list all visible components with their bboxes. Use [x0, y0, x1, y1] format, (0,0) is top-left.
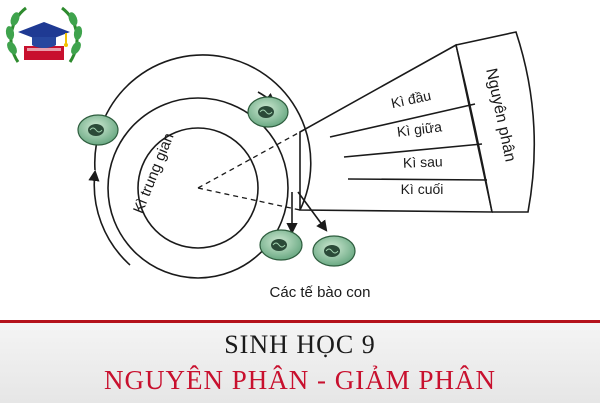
mitosis-label: Nguyên phân [482, 67, 518, 164]
phase-label-anaphase: Kì sau [403, 153, 443, 170]
inner-ring-outer [107, 97, 289, 279]
daughter-cell-1 [259, 229, 303, 261]
daughter-cell-2 [312, 235, 356, 267]
interphase-label: Kì trung gian [130, 131, 178, 216]
title-banner: SINH HỌC 9 NGUYÊN PHÂN - GIẢM PHÂN [0, 320, 600, 403]
phase-label-prophase: Kì đầu [389, 87, 432, 111]
cycle-arrow-return [88, 169, 131, 266]
banner-topic-title: NGUYÊN PHÂN - GIẢM PHÂN [104, 365, 496, 395]
mitosis-fan [299, 31, 536, 213]
dashed-line-upper [197, 131, 301, 189]
cycle-outer-arc [93, 54, 312, 211]
phase-label-telophase: Kì cuối [401, 181, 444, 197]
dashed-line-lower [197, 187, 301, 211]
graduation-cap-logo-icon [5, 6, 83, 63]
phase-label-metaphase: Kì giữa [396, 118, 443, 139]
cell-pre-mitosis [247, 96, 289, 128]
inner-ring-inner [137, 127, 259, 249]
cell-cycle-diagram: Kì đầu Kì giữa Kì sau Kì cuối Nguyên phâ… [5, 6, 536, 301]
arrow-to-daughter-cell-2 [297, 191, 328, 232]
cell-interphase [77, 114, 119, 146]
banner-subject-title: SINH HỌC 9 [224, 330, 376, 359]
daughter-cells-label: Các tế bào con [270, 284, 371, 301]
